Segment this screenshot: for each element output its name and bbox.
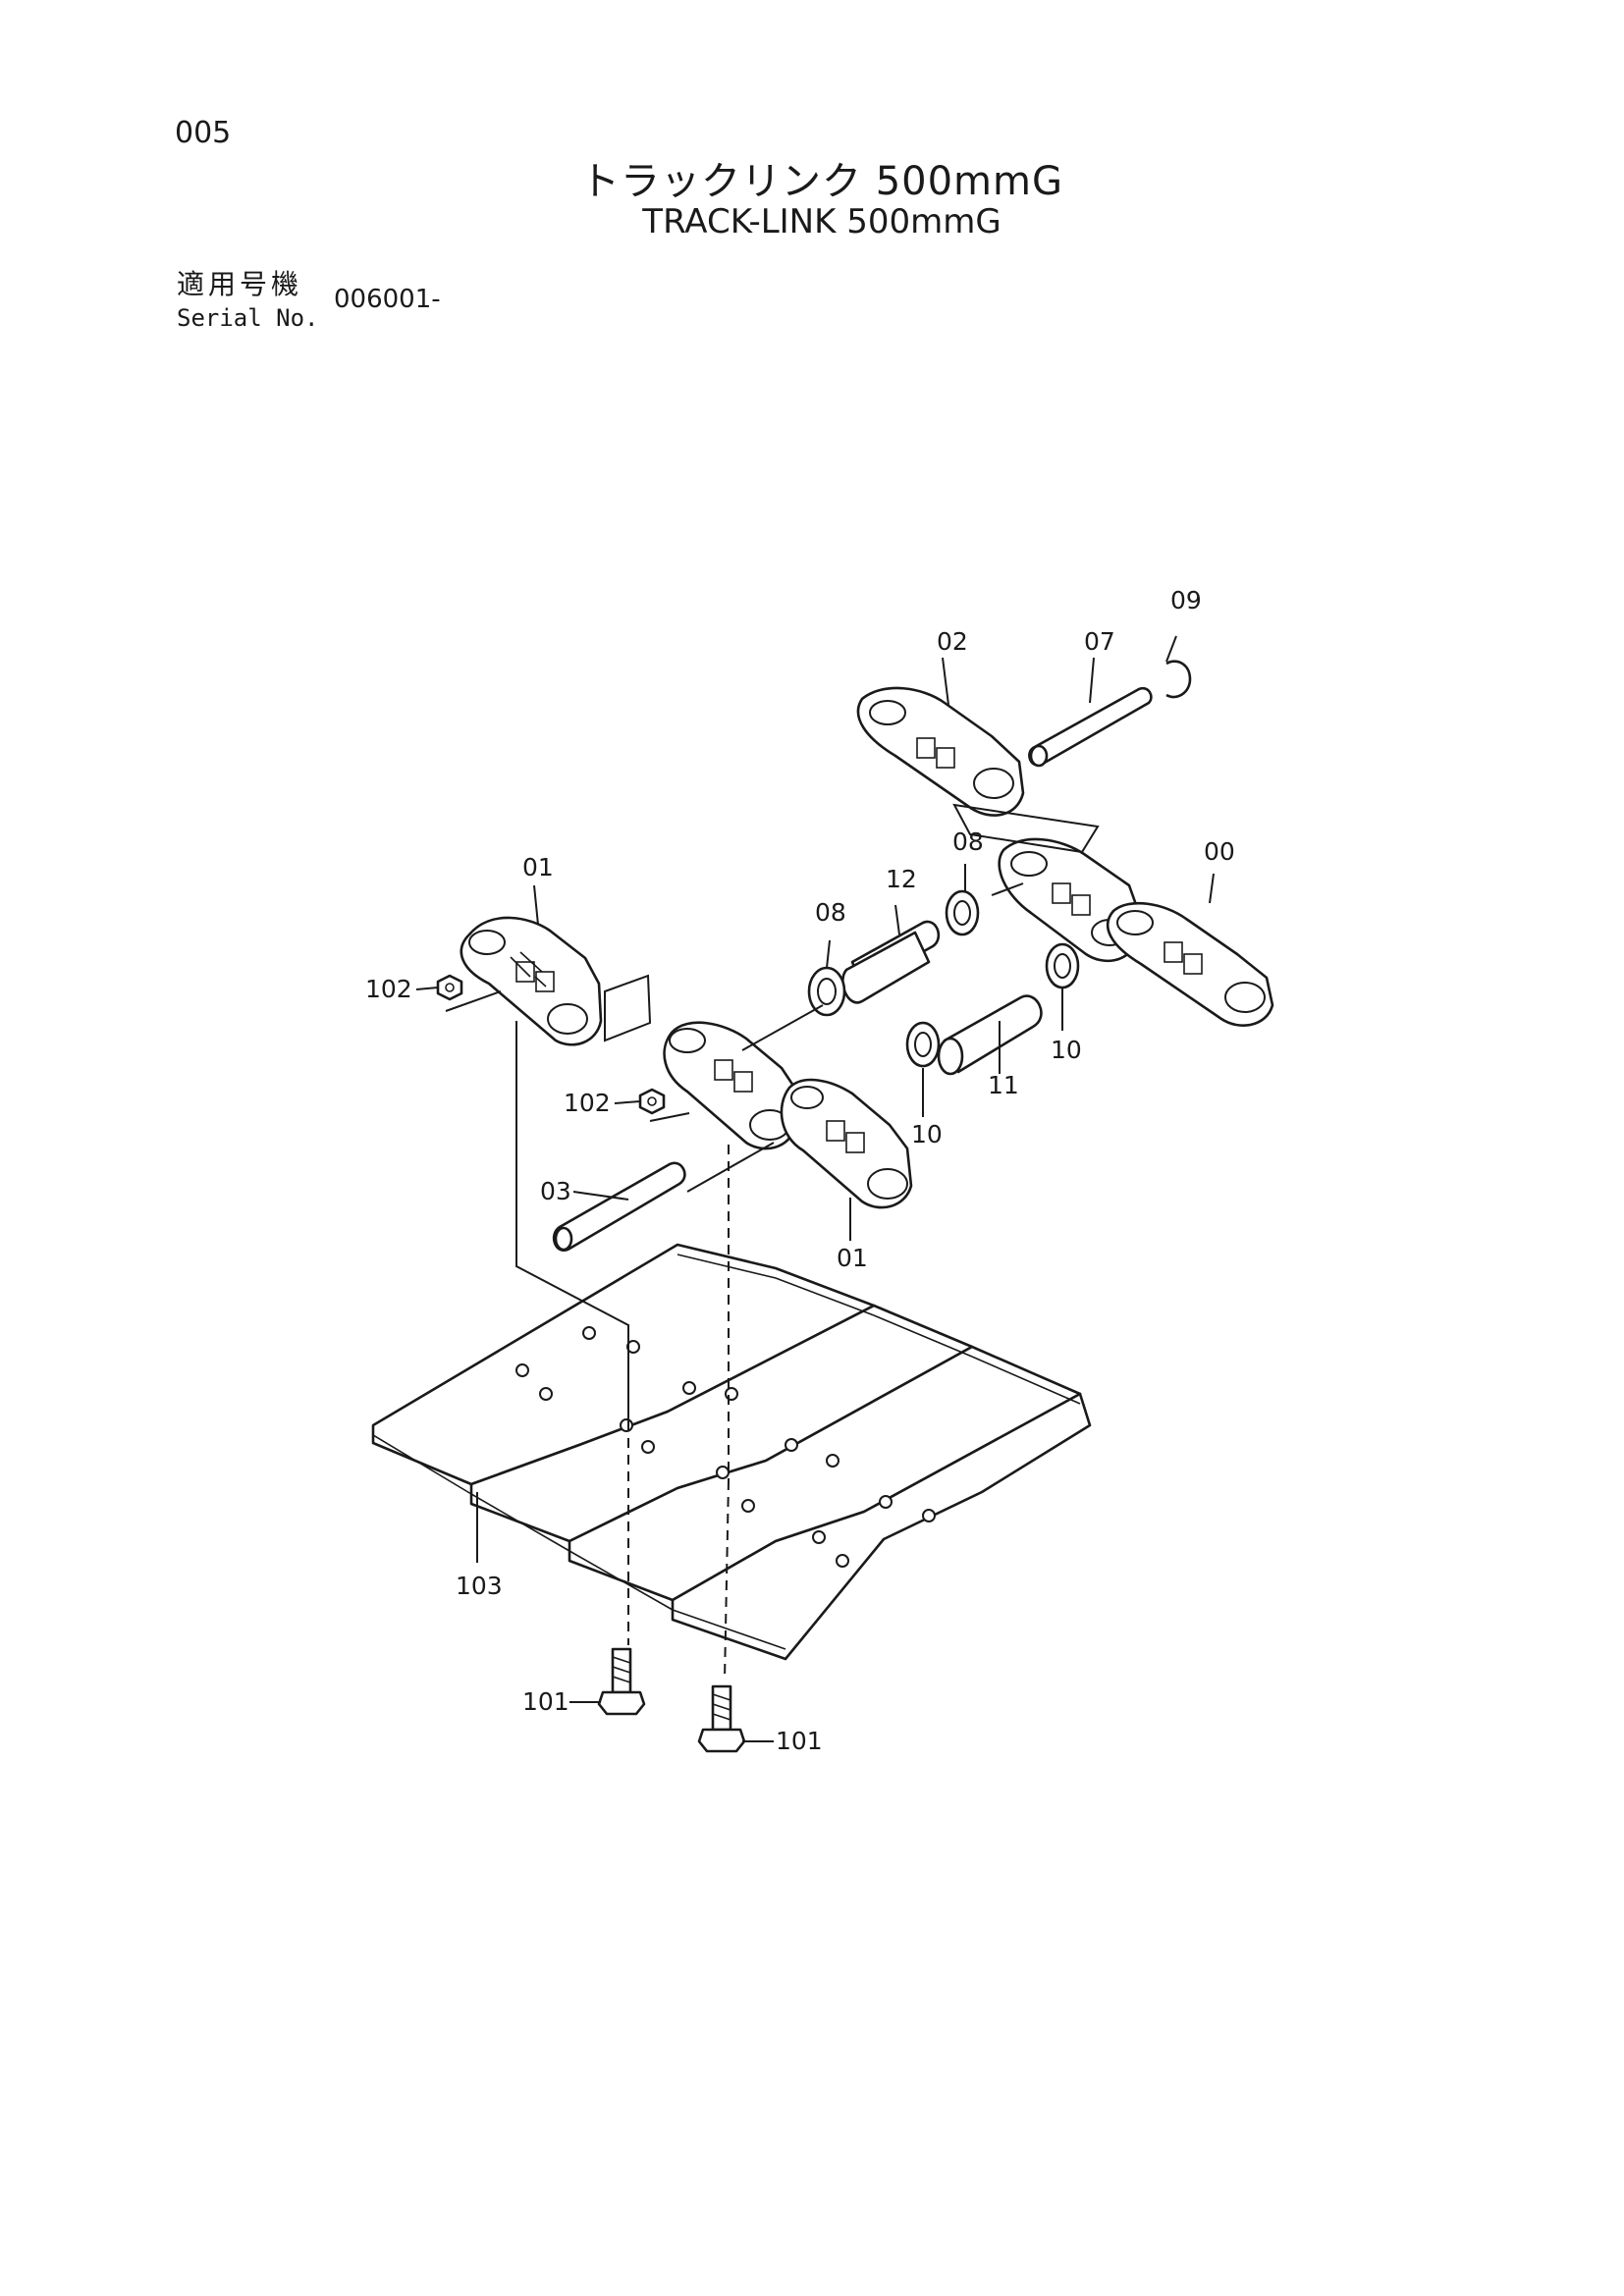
- callout-00: 00: [1204, 837, 1235, 866]
- callout-08-lower: 08: [815, 898, 846, 927]
- callout-10-left: 10: [911, 1120, 943, 1148]
- serial-number-value: 006001-: [334, 285, 441, 314]
- shoe-nut-102-upper: [436, 974, 463, 1001]
- shoe-nut-102-lower: [638, 1088, 666, 1115]
- callout-09: 09: [1170, 586, 1202, 614]
- track-link-01-right-lower: [780, 1078, 913, 1209]
- track-link-00: [998, 837, 1274, 1027]
- callout-08-upper: 08: [952, 828, 984, 856]
- page-number: 005: [175, 116, 232, 150]
- callout-101-left: 101: [522, 1687, 569, 1716]
- seal-10-lower: [905, 1021, 941, 1068]
- seal-08-lower: [807, 966, 846, 1017]
- master-link-02: [856, 686, 1025, 817]
- shoe-bolt-left: [597, 1647, 646, 1716]
- master-pin-07: [1028, 686, 1153, 768]
- callout-12: 12: [886, 865, 917, 893]
- callout-01-left: 01: [522, 853, 554, 881]
- page-title-japanese: トラックリンク 500mmG: [580, 159, 1063, 204]
- callout-103: 103: [456, 1572, 503, 1600]
- callout-07: 07: [1084, 627, 1115, 656]
- callout-03: 03: [540, 1177, 571, 1205]
- seal-10-upper: [1045, 942, 1080, 989]
- shoe-bolt-right: [697, 1684, 746, 1753]
- callout-02: 02: [937, 627, 968, 656]
- callout-leaders: [415, 635, 1215, 1742]
- bushing-11: [937, 994, 1043, 1076]
- seal-08-upper: [945, 889, 980, 936]
- callout-11: 11: [988, 1071, 1019, 1099]
- track-link-01-left: [460, 916, 603, 1046]
- retaining-ring-09: [1165, 660, 1192, 699]
- callout-102-upper: 102: [365, 975, 412, 1003]
- bushing-12: [841, 920, 941, 1004]
- track-shoe-plates: [371, 1243, 1092, 1661]
- callout-01-lower: 01: [837, 1244, 868, 1272]
- track-pin-03: [552, 1161, 686, 1252]
- assembly-guide-lines: [445, 803, 1100, 1682]
- callout-101-right: 101: [776, 1727, 823, 1755]
- callout-10-right: 10: [1051, 1036, 1082, 1064]
- serial-label-english: Serial No.: [177, 304, 319, 332]
- track-link-01-middle: [663, 1021, 799, 1150]
- page-title-english: TRACK-LINK 500mmG: [642, 202, 1001, 241]
- callout-102-lower: 102: [564, 1089, 611, 1117]
- serial-label-japanese: 適用号機: [177, 268, 303, 300]
